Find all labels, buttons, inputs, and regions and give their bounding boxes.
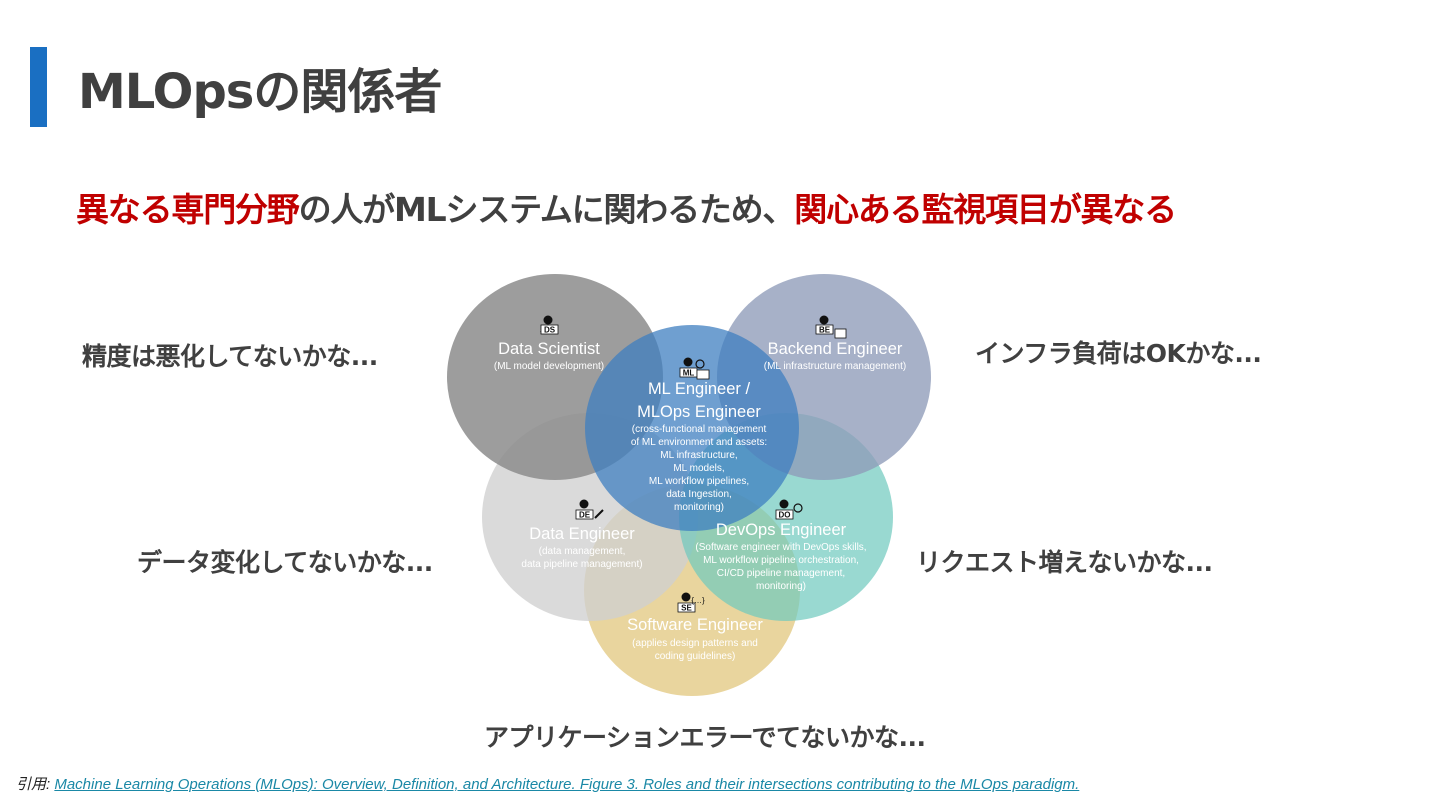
server-icon	[834, 328, 847, 339]
citation-link[interactable]: Machine Learning Operations (MLOps): Ove…	[54, 776, 1080, 793]
role-desc-de-1: (data management,	[539, 546, 626, 557]
role-data-engineer: DE Data Engineer (data management, data …	[521, 499, 643, 570]
badge-ml-label: ML	[683, 369, 695, 378]
role-desc-ml-3: ML infrastructure,	[660, 450, 737, 461]
role-desc-ml-7: monitoring)	[674, 502, 724, 513]
role-name-de: Data Engineer	[529, 525, 635, 543]
subtitle-highlight-1: 異なる専門分野	[76, 190, 300, 229]
subtitle: 異なる専門分野の人がMLシステムに関わるため、関心ある監視項目が異なる	[76, 183, 1177, 231]
role-name-ds: Data Scientist	[498, 340, 600, 358]
role-desc-ml-2: of ML environment and assets:	[631, 437, 767, 448]
citation-prefix: 引用:	[16, 776, 55, 793]
role-name-ml-1: ML Engineer /	[648, 380, 751, 398]
role-backend-engineer: BE Backend Engineer (ML infrastructure m…	[764, 315, 906, 372]
badge-do-label: DO	[779, 511, 791, 520]
role-software-engineer: SE {…} Software Engineer (applies design…	[627, 592, 763, 662]
badge-do	[775, 509, 794, 520]
role-desc-de-2: data pipeline management)	[521, 559, 642, 570]
gear-icon	[695, 359, 705, 369]
role-desc-do-3: CI/CD pipeline management,	[717, 568, 845, 579]
role-ml-engineer: ML ML Engineer / MLOps Engineer (cross-f…	[631, 357, 767, 513]
badge-se	[677, 602, 696, 613]
code-icon: {…}	[691, 596, 705, 605]
badge-se-label: SE	[681, 604, 692, 613]
role-name-do: DevOps Engineer	[716, 521, 847, 539]
role-desc-ml-6: data Ingestion,	[666, 489, 732, 500]
badge-de	[575, 509, 594, 520]
role-desc-se-2: coding guidelines)	[655, 651, 736, 662]
badge-ds-label: DS	[544, 326, 556, 335]
gear-icon	[793, 503, 803, 513]
role-name-se: Software Engineer	[627, 616, 763, 634]
server-icon	[696, 369, 710, 380]
role-data-scientist: DS Data Scientist (ML model development)	[494, 315, 604, 372]
thought-data-scientist: 精度は悪化してないかな...	[82, 342, 378, 371]
wrench-icon	[594, 509, 604, 519]
badge-be	[815, 324, 834, 335]
badge-ds	[540, 324, 559, 335]
subtitle-highlight-2: 関心ある監視項目が異なる	[794, 190, 1177, 229]
role-desc-ds: (ML model development)	[494, 361, 604, 372]
role-desc-do-2: ML workflow pipeline orchestration,	[703, 555, 859, 566]
thought-backend-engineer: インフラ負荷はOKかな...	[975, 339, 1262, 368]
role-desc-do-4: monitoring)	[756, 581, 806, 592]
role-desc-be: (ML infrastructure management)	[764, 361, 906, 372]
badge-be-label: BE	[819, 326, 831, 335]
role-desc-ml-5: ML workflow pipelines,	[649, 476, 749, 487]
role-desc-ml-1: (cross-functional management	[632, 424, 767, 435]
role-desc-do-1: (Software engineer with DevOps skills,	[695, 542, 866, 553]
title-accent-bar	[30, 47, 47, 127]
role-name-be: Backend Engineer	[768, 340, 903, 358]
thought-devops-engineer: リクエスト増えないかな...	[916, 548, 1213, 577]
role-devops-engineer: DO DevOps Engineer (Software engineer wi…	[695, 499, 867, 592]
role-name-ml-2: MLOps Engineer	[637, 403, 761, 421]
role-desc-se-1: (applies design patterns and	[632, 638, 758, 649]
badge-de-label: DE	[579, 511, 591, 520]
citation: 引用: Machine Learning Operations (MLOps):…	[16, 773, 1079, 794]
page-title: MLOpsの関係者	[78, 64, 442, 120]
subtitle-text: の人がMLシステムに関わるため、	[298, 190, 796, 229]
thought-software-engineer: アプリケーションエラーでてないかな...	[484, 723, 926, 752]
role-desc-ml-4: ML models,	[673, 463, 724, 474]
circle-ml-engineer	[585, 325, 799, 531]
thought-data-engineer: データ変化してないかな...	[137, 548, 433, 577]
